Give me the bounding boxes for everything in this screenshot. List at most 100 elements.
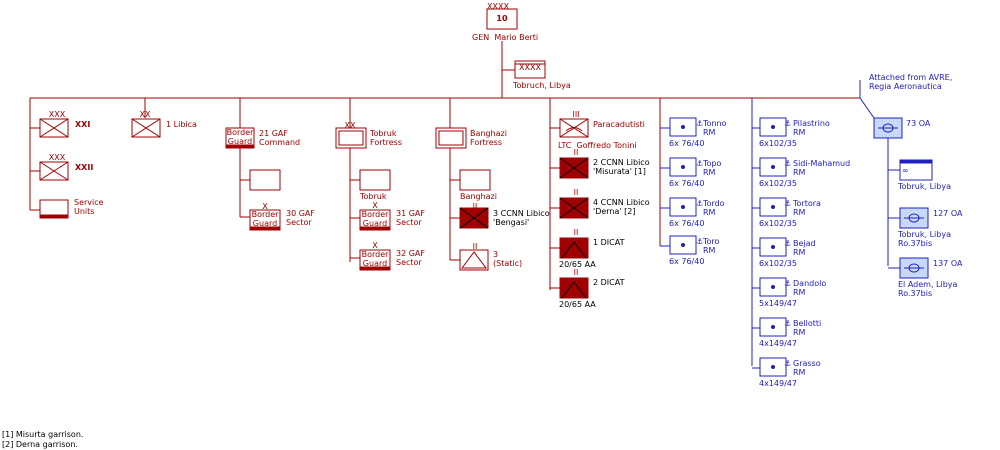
echelon-mark: XXXX bbox=[487, 2, 509, 11]
air-unit-label: 137 OA bbox=[933, 259, 963, 268]
border-guard-text: Border Guard bbox=[226, 128, 254, 146]
hq-bar bbox=[359, 226, 391, 231]
navy-arms: 5x149/47 bbox=[759, 299, 797, 308]
border-guard-text: Border Guard bbox=[361, 210, 389, 228]
navy-dot bbox=[771, 285, 775, 289]
echelon-mark: III bbox=[572, 110, 580, 119]
aa-box bbox=[559, 237, 589, 259]
gaf-sector-label: 32 GAF Sector bbox=[396, 249, 425, 267]
border-guard-text: Border Guard bbox=[361, 250, 389, 268]
hq-echelon-mark: XXXX bbox=[519, 63, 541, 72]
para-unit-label: 1 DICAT bbox=[593, 238, 625, 247]
echelon-mark: XX bbox=[139, 110, 151, 119]
libica-label: 1 Libica bbox=[166, 120, 197, 129]
air-attached-note: Attached from AVRE, Regia Aeronautica bbox=[869, 73, 953, 91]
cross-line bbox=[131, 118, 161, 138]
air-unit-label: 127 OA bbox=[933, 209, 963, 218]
cross-line bbox=[39, 161, 69, 181]
para-unit-label: 4 CCNN Libico 'Derna' [2] bbox=[593, 198, 650, 216]
navy-dot bbox=[681, 243, 685, 247]
air-unit-loc: Tobruk, Libya Ro.37bis bbox=[898, 230, 951, 248]
air-unit-loc: El Adem, Libya Ro.37bis bbox=[898, 280, 958, 298]
hq-bar bbox=[249, 226, 281, 231]
hq-location: Tobruch, Libya bbox=[513, 81, 571, 90]
anchor-icon: ⚓ bbox=[696, 119, 704, 128]
anchor-icon: ⚓ bbox=[696, 237, 704, 246]
navy-arms: 6x 76/40 bbox=[669, 179, 705, 188]
navy-arms: 6x102/35 bbox=[759, 259, 797, 268]
echelon-mark: XXX bbox=[48, 110, 66, 119]
hq-box bbox=[359, 169, 391, 191]
navy-name: Bejad RM bbox=[793, 239, 816, 257]
echelon-mark: II bbox=[573, 188, 579, 197]
aa-symbol bbox=[561, 281, 587, 299]
air-hq-location: Tobruk, Libya bbox=[898, 182, 951, 191]
cross-line bbox=[459, 207, 489, 229]
anchor-icon: ⚓ bbox=[784, 239, 792, 248]
echelon-mark: X bbox=[262, 202, 268, 211]
para-unit-sub: 20/65 AA bbox=[559, 300, 596, 309]
banghazi-hq-label: Banghazi bbox=[460, 192, 497, 201]
service-label: Service Units bbox=[74, 198, 104, 216]
navy-dot bbox=[681, 125, 685, 129]
cross-line bbox=[559, 157, 589, 179]
anchor-icon: ⚓ bbox=[784, 119, 792, 128]
anchor-icon: ⚓ bbox=[784, 199, 792, 208]
hq-bar bbox=[899, 159, 933, 164]
tobruk-fortress-label: Tobruk Fortress bbox=[370, 129, 403, 147]
navy-name: Tonno RM bbox=[703, 119, 727, 137]
para-unit-label: 2 CCNN Libico 'Misurata' [1] bbox=[593, 158, 650, 176]
tobruk-hq-label: Tobruk bbox=[360, 192, 387, 201]
navy-arms: 4x149/47 bbox=[759, 379, 797, 388]
navy-name: Tortora RM bbox=[793, 199, 821, 217]
navy-arms: 4x149/47 bbox=[759, 339, 797, 348]
border-guard-text: Border Guard bbox=[251, 210, 279, 228]
anchor-icon: ⚓ bbox=[696, 199, 704, 208]
echelon-mark: II bbox=[573, 268, 579, 277]
army-hq-box bbox=[486, 8, 518, 30]
hq-bar bbox=[39, 214, 69, 219]
anchor-icon: ⚓ bbox=[696, 159, 704, 168]
navy-arms: 6x102/35 bbox=[759, 139, 797, 148]
fortress-inner bbox=[338, 130, 364, 146]
para-unit-sub: 20/65 AA bbox=[559, 260, 596, 269]
cross-line bbox=[39, 118, 69, 138]
connector-line bbox=[859, 97, 875, 119]
anchor-icon: ⚓ bbox=[784, 359, 792, 368]
hq-box bbox=[459, 169, 491, 191]
corps-label: XXI bbox=[75, 120, 91, 129]
anchor-icon: ⚓ bbox=[784, 319, 792, 328]
echelon-mark: XXX bbox=[48, 153, 66, 162]
echelon-mark: II bbox=[573, 228, 579, 237]
static-triangle bbox=[461, 251, 487, 269]
gaf30-label: 30 GAF Sector bbox=[286, 209, 315, 227]
navy-name: Tordo RM bbox=[703, 199, 725, 217]
cross-line bbox=[559, 197, 589, 219]
echelon-mark: II bbox=[472, 202, 478, 211]
fortress-inner bbox=[438, 130, 464, 146]
echelon-mark: XX bbox=[344, 121, 356, 130]
hq-box bbox=[249, 169, 281, 191]
corps-label: XXII bbox=[75, 163, 94, 172]
navy-name: Toro RM bbox=[703, 237, 720, 255]
navy-dot bbox=[771, 205, 775, 209]
navy-dot bbox=[771, 125, 775, 129]
echelon-mark: II bbox=[573, 148, 579, 157]
aa-symbol bbox=[561, 241, 587, 259]
navy-arms: 6x102/35 bbox=[759, 179, 797, 188]
para-commander: LTC Goffredo Tonini bbox=[558, 141, 637, 150]
banghazi-fortress-label: Banghazi Fortress bbox=[470, 129, 507, 147]
para-unit-label: 2 DICAT bbox=[593, 278, 625, 287]
navy-name: Grasso RM bbox=[793, 359, 821, 377]
navy-name: Bellotti RM bbox=[793, 319, 822, 337]
navy-arms: 6x 76/40 bbox=[669, 139, 705, 148]
aa-box bbox=[559, 277, 589, 299]
echelon-mark: X bbox=[372, 201, 378, 210]
footnote: [1] Misurta garrison. bbox=[2, 430, 84, 439]
gaf21-label: 21 GAF Command bbox=[259, 129, 301, 147]
propeller-icon: ∞ bbox=[902, 166, 909, 175]
army-commander: GEN Mario Berti bbox=[472, 33, 539, 42]
air-hq-label: 73 OA bbox=[906, 119, 931, 128]
anchor-icon: ⚓ bbox=[784, 279, 792, 288]
